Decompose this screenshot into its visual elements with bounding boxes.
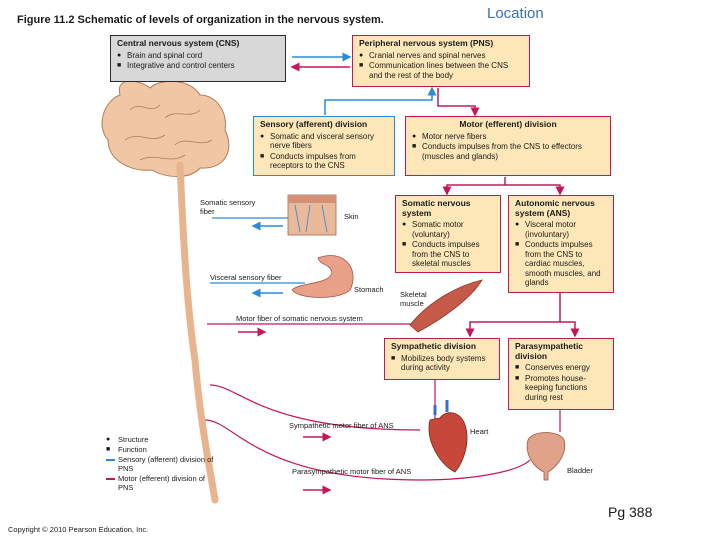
function-bullet-icon: ■ [515,364,520,371]
somatic-nervous-system-box: Somatic nervous system ● Somatic motor (v… [395,195,501,273]
skin-label: Skin [344,212,359,221]
structure-bullet-icon: ● [359,51,364,59]
parasympathetic-title: Parasympathetic division [515,341,584,361]
visceral-sensory-fiber-label: Visceral sensory fiber [210,273,282,282]
parasympathetic-division-box: Parasympathetic division ■ Conserves ener… [508,338,614,410]
sympathetic-division-box: Sympathetic division ■ Mobilizes body sys… [384,338,500,380]
function-bullet-icon: ■ [515,241,520,248]
function-bullet-icon: ■ [106,446,111,453]
cns-title: Central nervous system (CNS) [117,38,240,48]
sympathetic-title: Sympathetic division [391,341,477,351]
stomach-label: Stomach [354,285,384,294]
legend: ● Structure ■ Function Sensory (afferent) … [106,435,216,493]
parasympathetic-item: Conserves energy [525,363,590,372]
structure-bullet-icon: ● [117,51,122,59]
function-bullet-icon: ■ [515,374,520,382]
somatic-sensory-fiber-label: Somatic sensory fiber [200,198,256,216]
function-bullet-icon: ■ [117,62,122,69]
function-bullet-icon: ■ [412,143,417,150]
sensory-line-swatch [106,459,115,461]
structure-bullet-icon: ● [260,132,265,140]
somatic-item: Conducts impulses from the CNS to skelet… [412,240,480,268]
heart-label: Heart [470,427,489,436]
function-bullet-icon: ■ [391,354,396,362]
function-bullet-icon: ■ [359,62,364,69]
pns-item: Cranial nerves and spinal nerves [369,50,486,60]
spinal-cord [176,161,219,504]
sensory-item: Somatic and visceral sensory nerve fiber… [270,131,375,151]
cns-item: Integrative and control centers [127,61,235,70]
page-number: Pg 388 [608,504,653,520]
skin-illustration [287,194,337,236]
stomach-illustration [291,255,354,298]
copyright: Copyright © 2010 Pearson Education, Inc. [8,525,149,534]
pns-title: Peripheral nervous system (PNS) [359,38,494,48]
location-heading: Location [487,5,544,22]
autonomic-item: Visceral motor (involuntary) [525,220,576,239]
skeletal-muscle-illustration [409,279,483,333]
pns-item: Communication lines between the CNS and … [369,61,509,80]
skeletal-muscle-label: Skeletal muscle [400,290,427,308]
function-bullet-icon: ■ [260,152,265,160]
sympathetic-item: Mobilizes body systems during activity [401,353,486,373]
motor-title: Motor (efferent) division [459,119,557,129]
legend-motor: Motor (efferent) division of PNS [118,474,205,492]
parasympathetic-item: Promotes house-keeping functions during … [525,373,588,402]
pns-box: Peripheral nervous system (PNS) ● Cranial… [352,35,530,87]
heart-illustration [428,400,468,473]
function-bullet-icon: ■ [402,241,407,248]
sensory-item: Conducts impulses from receptors to the … [270,151,356,171]
somatic-title: Somatic nervous system [402,198,471,218]
structure-bullet-icon: ● [515,221,520,228]
parasympathetic-motor-fiber-label: Parasympathetic motor fiber of ANS [292,467,412,476]
bladder-label: Bladder [567,466,593,475]
somatic-item: Somatic motor (voluntary) [412,220,464,239]
structure-bullet-icon: ● [402,221,407,228]
sensory-division-box: Sensory (afferent) division ● Somatic and… [253,116,395,176]
motor-item: Motor nerve fibers [422,131,487,141]
cns-item: Brain and spinal cord [127,50,203,60]
motor-division-box: Motor (efferent) division ● Motor nerve f… [405,116,611,176]
structure-bullet-icon: ● [412,132,417,140]
brain-illustration [101,80,230,177]
motor-item: Conducts impulses from the CNS to effect… [422,142,582,161]
bladder-illustration [526,432,566,481]
sympathetic-motor-fiber-label: Sympathetic motor fiber of ANS [289,421,394,430]
motor-fiber-somatic-label: Motor fiber of somatic nervous system [236,314,363,323]
structure-bullet-icon: ● [106,436,111,443]
cns-box: Central nervous system (CNS) ● Brain and … [110,35,286,82]
autonomic-nervous-system-box: Autonomic nervous system (ANS) ● Visceral… [508,195,614,293]
autonomic-item: Conducts impulses from the CNS to cardia… [525,240,601,287]
autonomic-title: Autonomic nervous system (ANS) [515,198,595,218]
sensory-title: Sensory (afferent) division [260,119,368,129]
legend-function: Function [118,445,147,454]
motor-line-swatch [106,478,115,480]
figure-title: Figure 11.2 Schematic of levels of organ… [17,14,384,26]
legend-structure: Structure [118,435,149,444]
legend-sensory: Sensory (afferent) division of PNS [118,455,214,473]
